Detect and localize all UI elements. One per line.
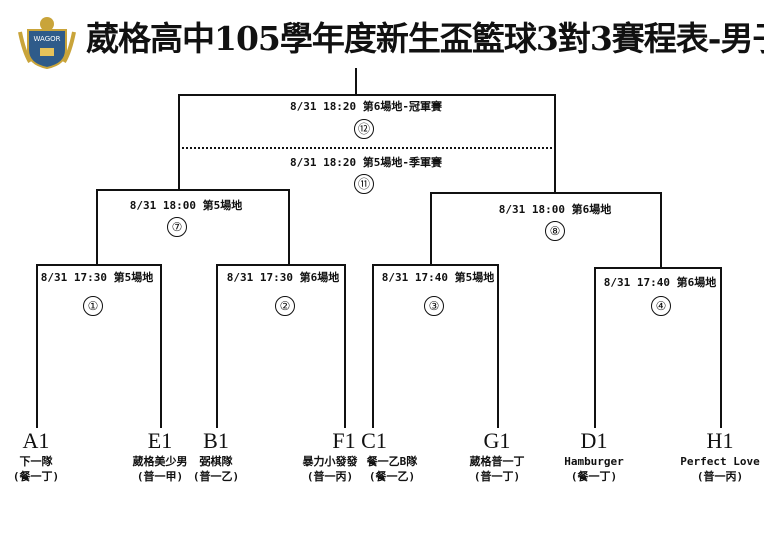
team-name: 葳格美少男	[132, 455, 188, 468]
match-1-number: ①	[83, 296, 103, 316]
bracket-line	[554, 94, 556, 194]
team-class: (餐一丁)	[570, 470, 618, 483]
match-4-info: 8/31 17:40 第6場地	[603, 276, 717, 289]
bracket-line	[96, 189, 98, 266]
bracket-line	[344, 264, 346, 428]
team-g1: G1 葳格普一丁 (普一丁)	[470, 428, 525, 484]
team-name: Hamburger	[564, 455, 624, 468]
team-code: H1	[706, 428, 734, 453]
bracket-line	[720, 267, 722, 428]
team-f1: F1 暴力小發發 (普一丙)	[303, 428, 358, 484]
match-12-number: ⑫	[354, 119, 374, 139]
bracket-line	[216, 264, 218, 428]
match-1-info: 8/31 17:30 第5場地	[40, 271, 154, 284]
match-2-number: ②	[275, 296, 295, 316]
team-class: (普一丁)	[473, 470, 521, 483]
match-3-info: 8/31 17:40 第5場地	[381, 271, 495, 284]
bracket-line	[96, 189, 290, 191]
team-c1: C1 餐一乙B隊 (餐一乙)	[361, 428, 423, 484]
bracket-line	[594, 267, 722, 269]
team-name: 弼棋隊	[199, 455, 233, 468]
match-11-number: ⑪	[354, 174, 374, 194]
match-8-number: ⑧	[545, 221, 565, 241]
page-title: 葳格高中105學年度新生盃籃球3對3賽程表-男子組決賽	[86, 19, 764, 58]
team-e1: E1 葳格美少男 (普一甲)	[133, 428, 188, 484]
team-code: E1	[147, 428, 173, 453]
svg-text:WAGOR: WAGOR	[33, 35, 60, 43]
bracket-line	[36, 264, 38, 428]
bracket-line	[178, 94, 556, 96]
match-2-info: 8/31 17:30 第6場地	[226, 271, 340, 284]
bracket-line	[160, 264, 162, 428]
match-12-info: 8/31 18:20 第6場地-冠軍賽	[289, 100, 443, 113]
bracket-line	[178, 94, 180, 191]
team-class: (普一丙)	[696, 470, 744, 483]
bracket-line	[497, 264, 499, 428]
team-name: 餐一乙B隊	[366, 455, 418, 468]
bracket-line	[288, 189, 290, 266]
bracket-line	[372, 264, 499, 266]
team-code: A1	[22, 428, 50, 453]
team-b1: B1 弼棋隊 (普一乙)	[193, 428, 239, 484]
team-code: F1	[332, 428, 356, 453]
match-7-number: ⑦	[167, 217, 187, 237]
match-8-info: 8/31 18:00 第6場地	[498, 203, 612, 216]
bracket-line	[594, 267, 596, 428]
team-name: 下一隊	[19, 455, 53, 468]
bracket-line	[430, 192, 432, 266]
bracket-line	[660, 192, 662, 269]
match-3-number: ③	[424, 296, 444, 316]
bracket-line	[36, 264, 162, 266]
school-logo: WAGOR	[18, 17, 76, 70]
match-11-info: 8/31 18:20 第5場地-季軍賽	[289, 156, 443, 169]
match-4-number: ④	[651, 296, 671, 316]
team-name: 暴力小發發	[302, 455, 358, 468]
team-a1: A1 下一隊 (餐一丁)	[13, 428, 59, 484]
match-7-info: 8/31 18:00 第5場地	[129, 199, 243, 212]
team-class: (餐一丁)	[12, 470, 60, 483]
bracket-line	[430, 192, 662, 194]
team-code: B1	[203, 428, 229, 453]
team-code: D1	[580, 428, 608, 453]
team-code: G1	[483, 428, 511, 453]
bracket-line	[372, 264, 374, 428]
team-name: 葳格普一丁	[469, 455, 525, 468]
team-name: Perfect Love	[680, 455, 760, 468]
bracket-line	[216, 264, 346, 266]
team-class: (普一丙)	[306, 470, 354, 483]
team-class: (普一甲)	[136, 470, 184, 483]
team-class: (餐一乙)	[368, 470, 416, 483]
team-code: C1	[361, 428, 387, 453]
bracket-line	[355, 68, 357, 95]
team-class: (普一乙)	[192, 470, 240, 483]
bracket-divider	[178, 147, 556, 149]
